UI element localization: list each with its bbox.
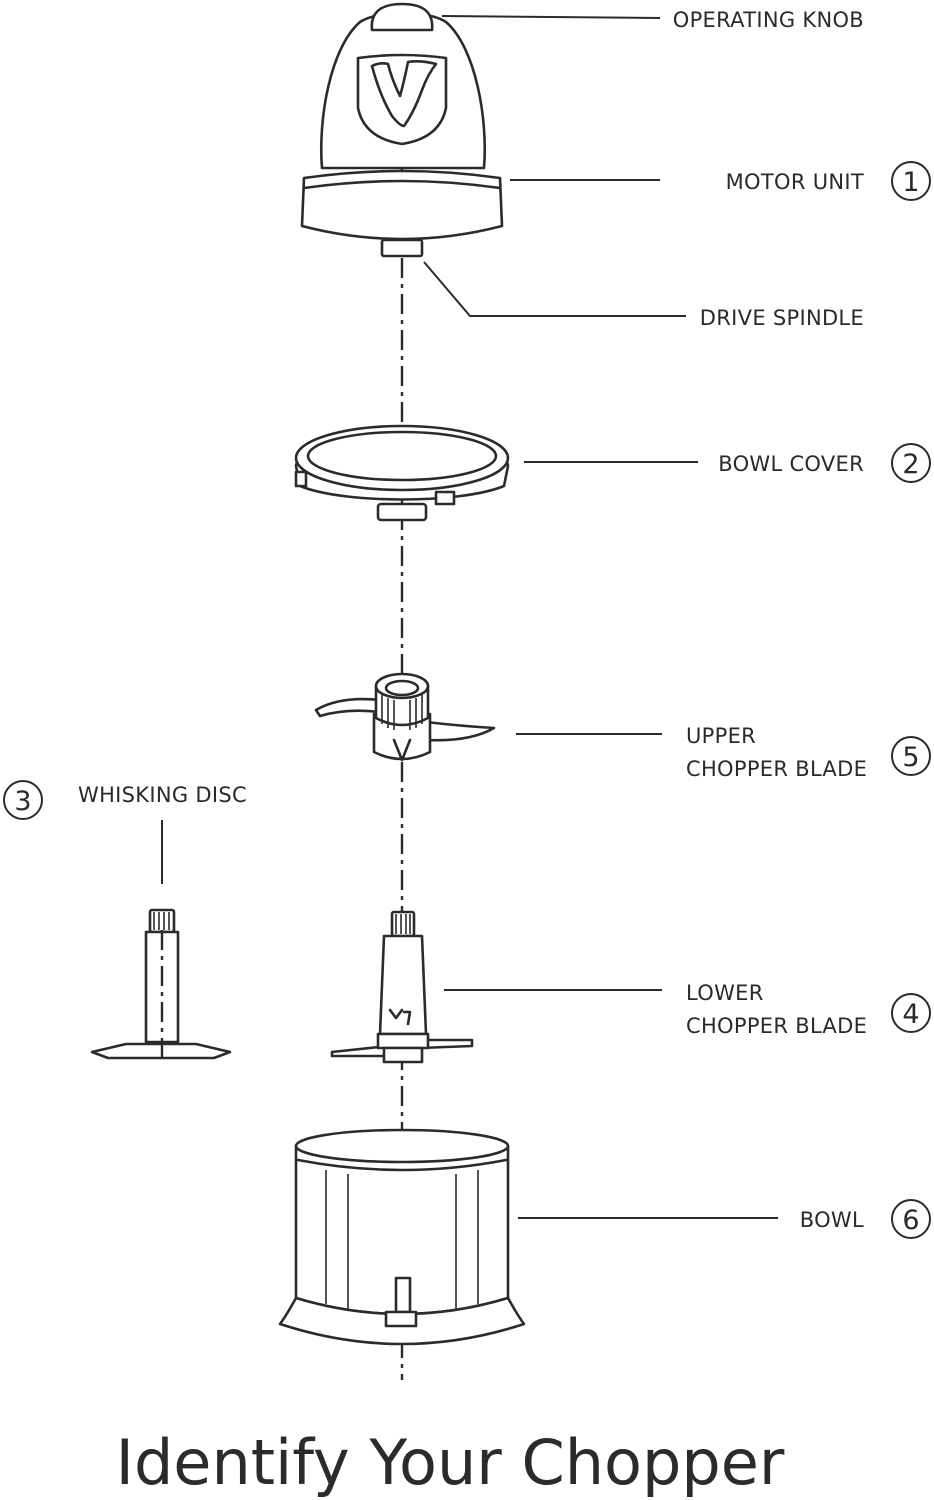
label-motor-unit: MOTOR UNIT: [726, 170, 864, 194]
number-badge-2: [891, 443, 931, 483]
bowl-cover-drawing: [294, 424, 510, 522]
lower-chopper-blade-drawing: [330, 910, 474, 1064]
number-3: 3: [14, 786, 31, 817]
leader-drive-spindle: [423, 261, 686, 317]
number-badge-1: [891, 161, 931, 201]
number-badge-4: [891, 993, 931, 1033]
label-bowl-cover: BOWL COVER: [718, 452, 864, 476]
number-badge-6: [891, 1199, 931, 1239]
label-whisking-disc: WHISKING DISC: [78, 783, 247, 807]
label-lower-blade-line1: LOWER: [686, 981, 764, 1005]
motor-unit-drawing: [300, 2, 504, 258]
label-drive-spindle: DRIVE SPINDLE: [700, 306, 864, 330]
label-lower-blade-line2: CHOPPER BLADE: [686, 1014, 867, 1038]
bowl-drawing: [278, 1128, 526, 1346]
page-title: Identify Your Chopper: [116, 1426, 785, 1499]
number-badge-3: [3, 780, 43, 820]
number-1: 1: [902, 167, 919, 198]
number-2: 2: [902, 449, 919, 480]
number-badge-5: [891, 736, 931, 776]
drive-spindle-shape: [380, 238, 424, 258]
label-upper-blade-line1: UPPER: [686, 724, 756, 748]
whisking-disc-drawing: [90, 908, 232, 1060]
number-5: 5: [902, 742, 919, 773]
number-4: 4: [902, 999, 919, 1030]
label-bowl: BOWL: [800, 1208, 864, 1232]
label-upper-blade-line2: CHOPPER BLADE: [686, 757, 867, 781]
label-operating-knob: OPERATING KNOB: [673, 8, 864, 32]
leader-operating-knob: [441, 15, 661, 19]
operating-knob-shape: [370, 2, 434, 32]
upper-chopper-blade-drawing: [314, 672, 496, 762]
number-6: 6: [902, 1205, 919, 1236]
